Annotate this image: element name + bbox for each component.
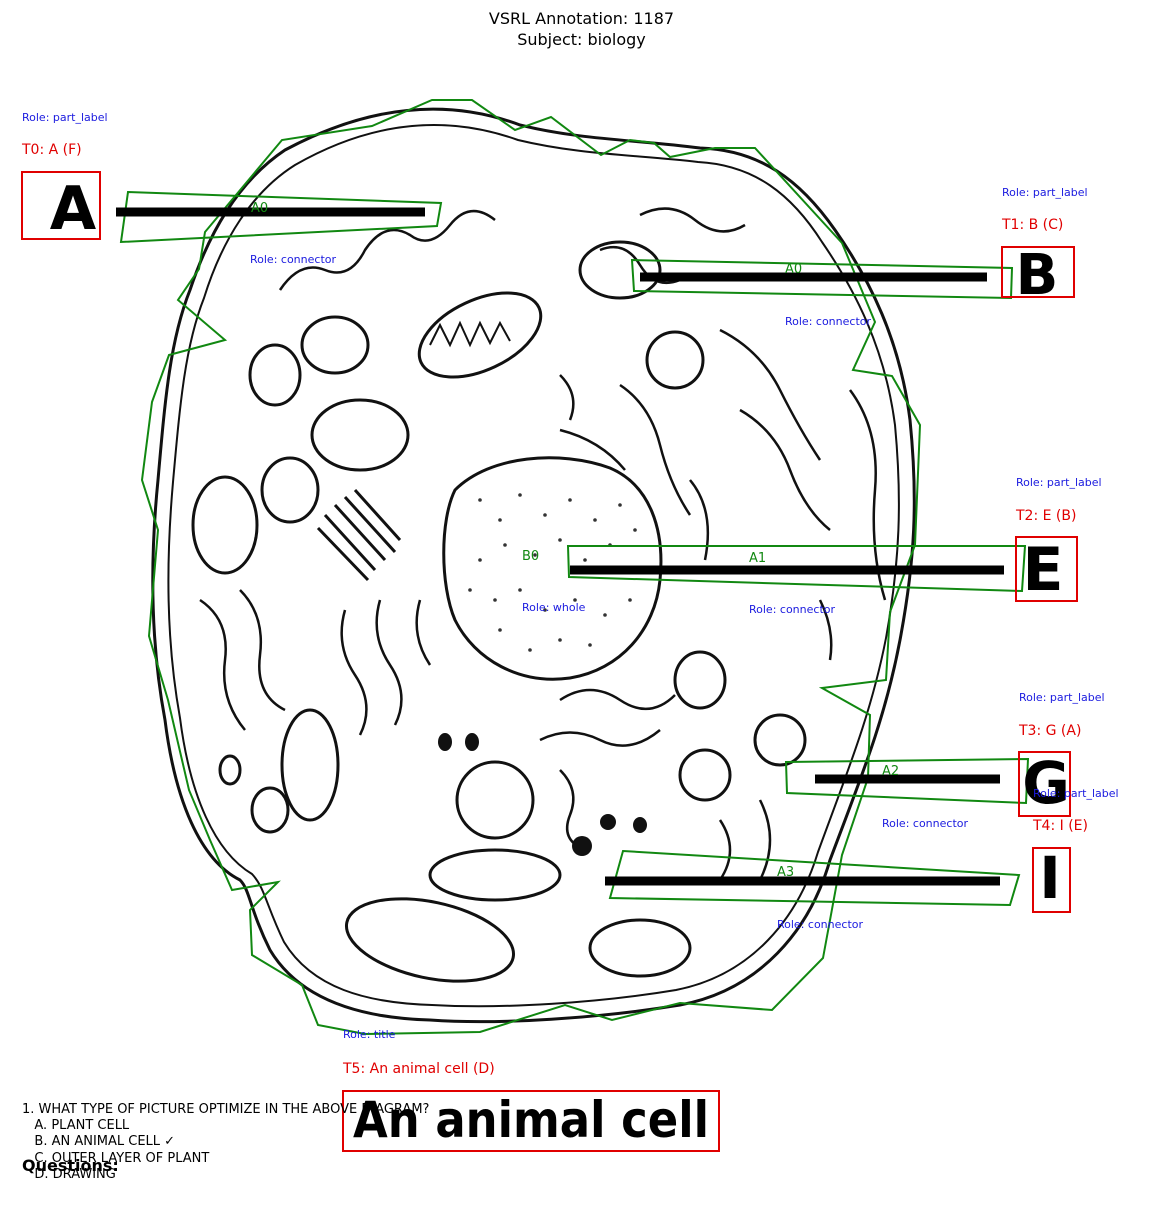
whole-role: Role: whole	[522, 601, 586, 614]
connector-id: A2	[882, 764, 899, 779]
vacuole-10	[218, 754, 242, 786]
mitochondrion-5	[588, 918, 692, 978]
label-t2: Role: part_label T2: E (B) E	[1015, 476, 1102, 605]
label-box	[1015, 536, 1078, 602]
vacuole-11	[678, 748, 732, 802]
vacuole-4	[191, 475, 259, 575]
vacuole-3	[310, 398, 410, 472]
label-role: Role: part_label	[1002, 186, 1088, 199]
answer-option: C. OUTER LAYER OF PLANT	[22, 1150, 210, 1166]
label-box	[1001, 246, 1075, 298]
label-role: Role: part_label	[1033, 787, 1119, 800]
connector-polygon-a1	[566, 545, 1027, 593]
label-box	[1018, 751, 1071, 817]
connector-polygon-a0-left	[119, 190, 443, 244]
label-t5: Role: title T5: An animal cell (D) An an…	[342, 1028, 720, 1152]
answer-option: D. DRAWING	[22, 1166, 116, 1182]
connector-role: Role: connector	[250, 253, 336, 266]
vacuole-9	[250, 786, 290, 834]
label-text: T2: E (B)	[1015, 508, 1076, 524]
label-t4: Role: part_label T4: I (E) I	[1032, 787, 1119, 913]
label-role: Role: title	[343, 1028, 396, 1041]
nucleus	[442, 456, 663, 681]
label-letter: E	[1023, 535, 1064, 605]
cell-membrane	[151, 107, 916, 1024]
subject-line: Subject: biology	[517, 30, 646, 49]
label-box	[1032, 847, 1071, 913]
animal-cell-drawing	[151, 107, 916, 1024]
mitochondrion-3	[428, 848, 562, 902]
label-text: T1: B (C)	[1001, 217, 1063, 233]
mitochondrion-6	[578, 240, 662, 300]
connector-polygon-a2	[784, 757, 1030, 805]
cell-membrane-inner	[167, 124, 900, 1008]
question-line: 1. WHAT TYPE OF PICTURE OPTIMIZE IN THE …	[22, 1102, 430, 1117]
whole-polygon	[140, 99, 922, 1036]
label-text: T0: A (F)	[21, 142, 82, 158]
annotation-title: VSRL Annotation: 1187	[488, 9, 675, 28]
vacuole-6	[645, 330, 705, 390]
connector-role: Role: connector	[777, 918, 863, 931]
connector-id: A1	[749, 551, 766, 566]
vacuole-5	[260, 456, 320, 524]
label-role: Role: part_label	[1019, 691, 1105, 704]
label-text: T5: An animal cell (D)	[342, 1061, 495, 1077]
label-t3: Role: part_label T3: G (A) G	[1018, 691, 1105, 817]
questions-heading: Questions:	[22, 1156, 119, 1175]
label-role: Role: part_label	[1016, 476, 1102, 489]
vacuole-8	[753, 713, 807, 767]
connector-annotations: A0 Role: connector A0 Role: connector A1…	[250, 201, 968, 931]
label-text: T4: I (E)	[1032, 818, 1088, 834]
label-letter: A	[50, 174, 97, 244]
diagram-title: An animal cell	[353, 1091, 709, 1149]
centriole	[316, 488, 402, 582]
header: VSRL Annotation: 1187 Subject: biology	[0, 8, 1163, 50]
connector-id: A3	[777, 865, 794, 880]
mitochondrion-1	[417, 291, 543, 379]
answer-option: B. AN ANIMAL CELL ✓	[22, 1134, 176, 1150]
pointer-lines	[116, 207, 1004, 886]
label-letter: B	[1016, 243, 1059, 308]
answer-option: A. PLANT CELL	[22, 1118, 130, 1134]
label-letter: I	[1039, 844, 1061, 912]
question-list: 1. WHAT TYPE OF PICTURE OPTIMIZE IN THE …	[22, 1102, 429, 1183]
label-box	[21, 171, 101, 240]
label-t0: Role: part_label T0: A (F) A	[21, 111, 108, 244]
label-box	[342, 1090, 720, 1152]
connector-id: A0	[785, 262, 802, 277]
nucleolus	[455, 760, 535, 840]
vacuole-1	[300, 315, 370, 375]
label-letter: G	[1022, 749, 1070, 817]
label-t1: Role: part_label T1: B (C) B	[1001, 186, 1088, 308]
connector-role: Role: connector	[749, 603, 835, 616]
mitochondrion-2	[280, 708, 340, 822]
endoplasmic-reticulum	[199, 207, 887, 881]
whole-id: B0	[522, 549, 539, 564]
connector-id: A0	[251, 201, 268, 216]
connector-role: Role: connector	[785, 315, 871, 328]
connector-role: Role: connector	[882, 817, 968, 830]
label-role: Role: part_label	[22, 111, 108, 124]
label-text: T3: G (A)	[1018, 723, 1081, 739]
vacuole-7	[673, 650, 727, 710]
vacuole-2	[248, 343, 302, 407]
mitochondrion-4	[344, 897, 516, 983]
ribosome-dots	[438, 733, 647, 856]
